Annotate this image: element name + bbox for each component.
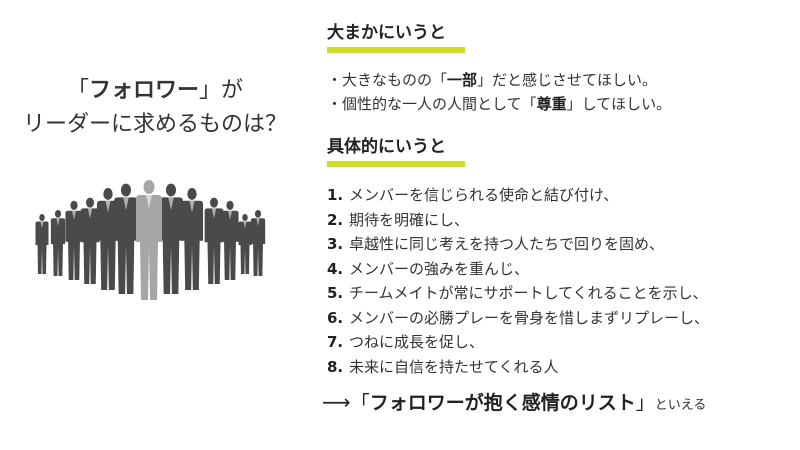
section1-heading: 大まかにいうと [327,18,465,53]
bullet-item: ・大きなものの「一部」だと感じさせてほしい。 [327,71,658,89]
conclusion-suffix: といえる [654,398,707,413]
person-figure [50,210,66,276]
bullet-item: ・個性的な一人の人間として「尊重」してほしい。 [327,95,672,113]
numbered-list: 1.メンバーを信じられる使命と結び付け、 2.期待を明確にし、 3.卓越性に同じ… [327,183,709,379]
person-figure [35,214,49,274]
list-item: 4.メンバーの強みを重んじ、 [327,259,530,278]
person-figure [159,183,183,294]
conclusion-bold: フォロワーが抱く感情のリスト [369,392,636,414]
list-item: 1.メンバーを信じられる使命と結び付け、 [327,186,619,204]
person-figure [204,197,224,284]
person-figure [80,197,100,284]
conclusion: ⟶「フォロワーが抱く感情のリスト」といえる [322,390,707,414]
person-figure [96,188,120,290]
arrow-right-icon: ⟶ [322,390,351,414]
list-item: 6.メンバーの必勝プレーを骨身を惜しまずリプレーし、 [327,308,710,327]
summary-bullets: ・大きなものの「一部」だと感じさせてほしい。 ・個性的な一人の人間として「尊重」… [327,68,671,116]
list-item: 8.未来に自信を持たせてくれる人 [327,357,559,376]
person-figure [136,180,162,300]
list-item: 3.卓越性に同じ考えを持つ人たちで回りを固め、 [327,235,665,253]
people-crowd-icon [35,180,266,300]
person-figure [221,200,239,280]
list-item: 5.チームメイトが常にサポートしてくれることを示し、 [327,284,708,302]
section2-heading: 具体的にいうと [327,132,465,167]
person-figure [250,210,266,276]
list-item: 7.つねに成長を促し、 [327,333,485,351]
heading-underline [327,47,465,53]
list-item: 2.期待を明確にし、 [327,210,470,229]
person-figure [65,200,83,280]
heading-underline [327,161,465,167]
question-line-2: リーダーに求めるものは？ [22,112,287,137]
question-line-1: 「フォロワー」が [66,78,244,103]
follower-word: フォロワー [88,78,199,103]
person-figure [114,183,138,294]
left-question: 「フォロワー」が リーダーに求めるものは？ [10,74,300,142]
person-figure [238,214,252,274]
person-figure [180,188,204,290]
